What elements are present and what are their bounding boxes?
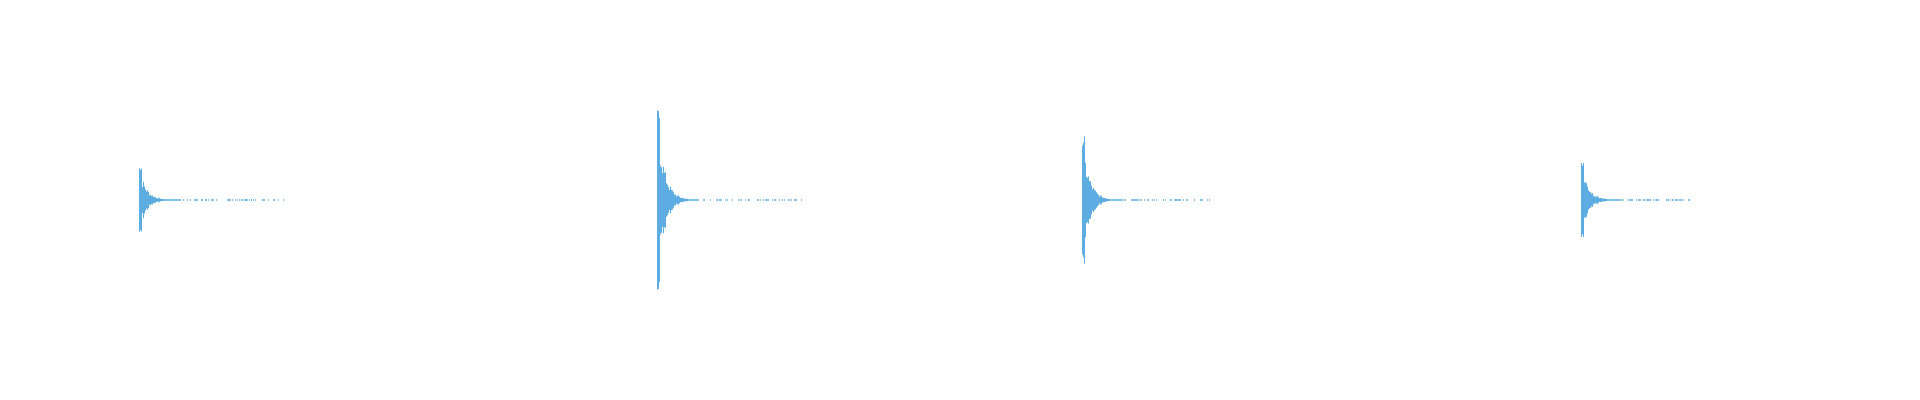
waveform-burst: [139, 168, 284, 232]
waveform-envelope: [1082, 136, 1210, 264]
waveform-burst: [657, 110, 802, 290]
waveform-burst: [1082, 136, 1210, 264]
waveform-envelope: [1581, 163, 1690, 237]
waveform-envelope: [139, 168, 284, 232]
waveform-envelope: [657, 110, 802, 290]
waveform-burst: [1581, 163, 1690, 237]
